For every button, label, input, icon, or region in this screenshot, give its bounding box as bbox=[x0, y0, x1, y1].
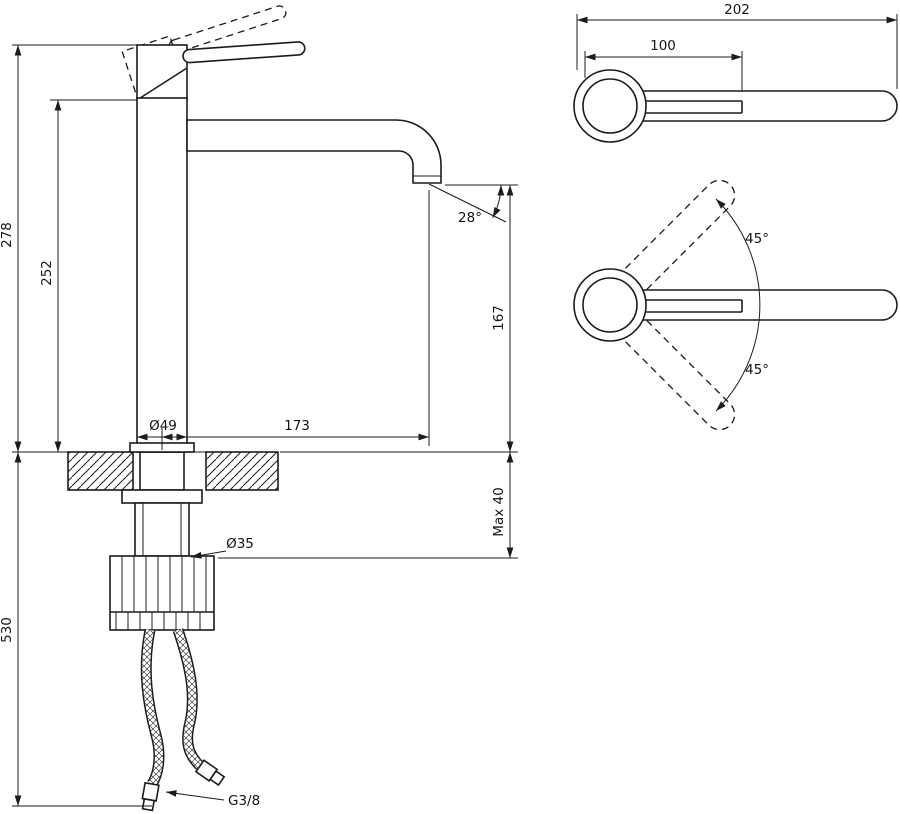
dim-base-diameter-label: Ø49 bbox=[149, 418, 177, 434]
dim-body-height-label: 252 bbox=[39, 260, 55, 286]
mounting-hardware bbox=[109, 489, 215, 631]
body-column bbox=[136, 97, 188, 453]
dimension-lines bbox=[14, 45, 514, 806]
side-view: 278 252 530 167 Max 40 Ø49 173 28° Ø35 G… bbox=[0, 5, 518, 812]
extension-lines bbox=[12, 44, 518, 807]
side-view-labels: 278 252 530 167 Max 40 Ø49 173 28° Ø35 G… bbox=[0, 210, 507, 809]
dim-max-thickness-label: Max 40 bbox=[491, 487, 507, 536]
dim-swing-down-label: 45° bbox=[745, 362, 769, 378]
base-washer bbox=[121, 489, 203, 504]
supply-hoses bbox=[140, 628, 226, 812]
leader-hose-connection bbox=[165, 790, 225, 801]
handle-top-view-neutral bbox=[619, 289, 898, 321]
hose-right bbox=[174, 628, 203, 769]
dim-shank-diameter-label: Ø35 bbox=[226, 536, 254, 552]
cap-tilt-line bbox=[136, 67, 188, 101]
counter-deck bbox=[67, 451, 279, 491]
handle-swing-arc bbox=[715, 198, 761, 412]
dim-overall-height-label: 278 bbox=[0, 222, 15, 248]
spout bbox=[186, 119, 442, 184]
dim-hose-connection-label: G3/8 bbox=[228, 793, 260, 809]
lever-handle bbox=[182, 41, 306, 64]
dim-handle-length-label: 100 bbox=[650, 38, 676, 54]
dim-spout-angle-label: 28° bbox=[458, 210, 482, 226]
body-top-view-inner-2 bbox=[582, 277, 638, 333]
dim-spout-reach-label: 173 bbox=[284, 418, 310, 434]
deck-hatch-left bbox=[67, 451, 134, 491]
hose-left bbox=[142, 629, 163, 787]
body-top-view-outer-2 bbox=[573, 268, 647, 342]
hose-fitting-right bbox=[194, 759, 226, 787]
top-view-swing: 45° 45° bbox=[573, 179, 898, 431]
mounting-nut-ribs bbox=[110, 556, 214, 630]
handle-top-view bbox=[619, 90, 898, 122]
top-view-neutral: 202 100 bbox=[573, 2, 898, 143]
shank-through-deck bbox=[139, 451, 185, 491]
faucet-body bbox=[121, 5, 442, 453]
dim-under-counter-label: 530 bbox=[0, 617, 15, 643]
deck-hatch-right bbox=[205, 451, 279, 491]
spout-angle-arc bbox=[492, 184, 505, 219]
dim-outlet-height-label: 167 bbox=[491, 305, 507, 331]
dim-swing-up-label: 45° bbox=[745, 231, 769, 247]
leader-shank-diameter bbox=[190, 550, 227, 559]
hose-fitting-left bbox=[141, 781, 160, 812]
body-top-view-inner bbox=[582, 78, 638, 134]
dim-overall-length-label: 202 bbox=[724, 2, 750, 18]
body-top-view-outer bbox=[573, 69, 647, 143]
mounting-nut bbox=[109, 555, 215, 631]
